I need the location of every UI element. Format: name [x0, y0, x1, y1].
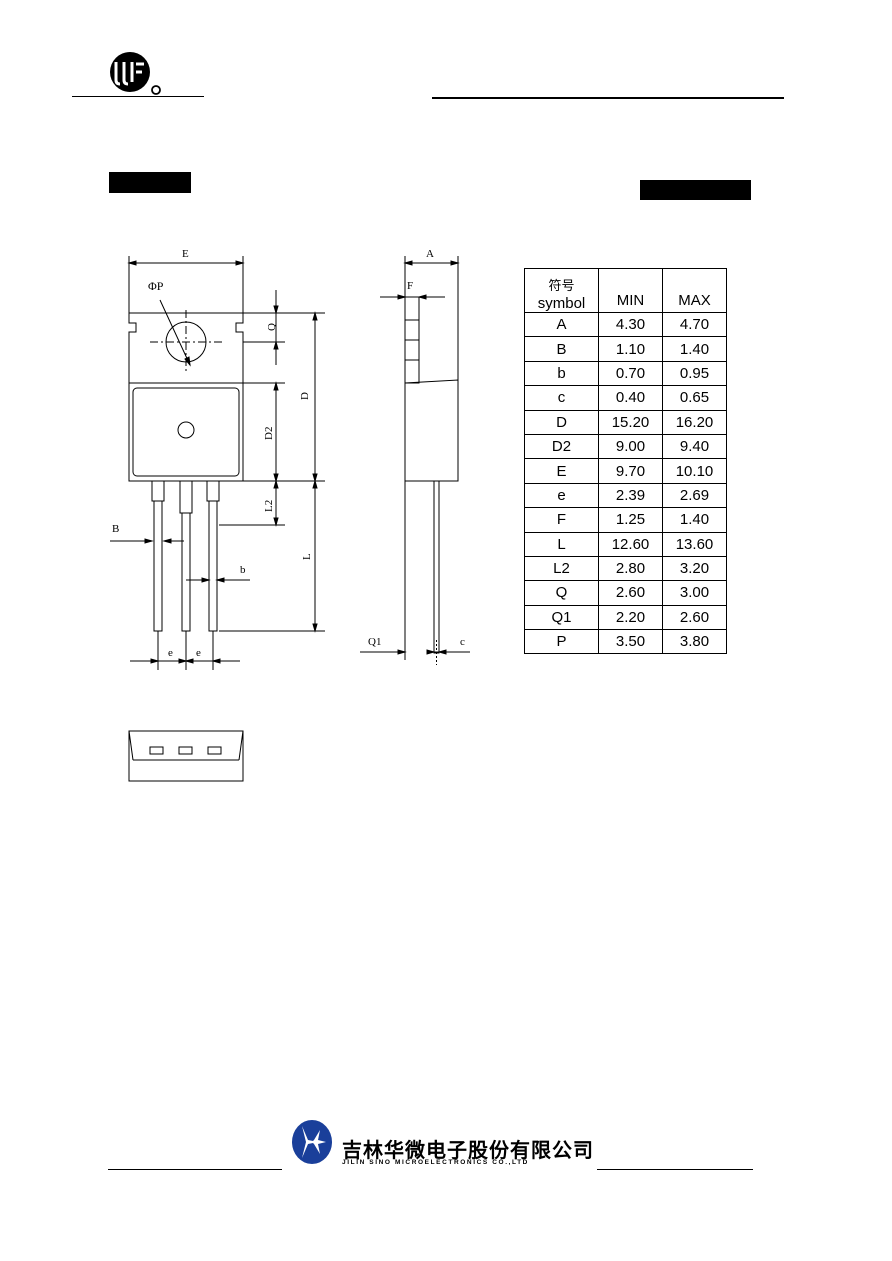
table-header-symbol: 符号 symbol	[524, 268, 599, 313]
table-cell-min: 3.50	[598, 629, 663, 655]
table-cell-min: 12.60	[598, 531, 663, 557]
dim-label-L: L	[301, 553, 313, 560]
table-cell-max: 0.95	[662, 360, 727, 387]
header-rule-right	[432, 97, 784, 99]
table-header-max: MAX	[662, 268, 727, 313]
table-header-row: 符号 symbol MIN MAX	[524, 268, 727, 313]
table-cell-sym: Q1	[524, 604, 599, 631]
table-cell-sym: c	[524, 385, 599, 411]
table-cell-min: 0.70	[598, 360, 663, 387]
table-cell-min: 2.60	[598, 580, 663, 606]
dim-label-Q: Q	[266, 323, 278, 331]
dim-label-phiP: ΦP	[148, 279, 164, 293]
dim-label-A: A	[426, 248, 434, 260]
dim-label-F: F	[407, 280, 413, 292]
table-cell-sym: E	[524, 458, 599, 484]
sino-logo-icon	[292, 1120, 332, 1164]
table-cell-max: 3.20	[662, 555, 727, 582]
header-rule-left	[72, 96, 204, 97]
table-cell-max: 4.70	[662, 311, 727, 338]
table-cell-sym: F	[524, 507, 599, 533]
dim-label-c: c	[460, 636, 465, 648]
footer-rule-right	[597, 1169, 753, 1170]
table-cell-sym: P	[524, 629, 599, 655]
dim-label-e-right: e	[196, 647, 201, 659]
bottom-view	[128, 730, 244, 782]
table-header-min: MIN	[598, 268, 663, 313]
table-cell-max: 9.40	[662, 433, 727, 460]
table-cell-sym: A	[524, 311, 599, 338]
table-cell-min: 9.00	[598, 433, 663, 460]
footer-rule-left	[108, 1169, 282, 1170]
table-cell-max: 2.69	[662, 482, 727, 509]
dim-label-b: b	[240, 564, 246, 576]
section-label-left	[109, 172, 191, 193]
table-cell-max: 1.40	[662, 336, 727, 362]
dim-label-D: D	[299, 392, 311, 400]
table-cell-max: 1.40	[662, 507, 727, 533]
dim-label-L2: L2	[263, 500, 275, 512]
table-cell-min: 2.80	[598, 555, 663, 582]
company-logo-icon	[110, 52, 161, 95]
table-cell-max: 10.10	[662, 458, 727, 484]
lead-left	[151, 480, 165, 632]
table-cell-min: 9.70	[598, 458, 663, 484]
table-cell-min: 1.10	[598, 336, 663, 362]
table-cell-min: 15.20	[598, 409, 663, 435]
table-cell-sym: b	[524, 360, 599, 387]
to220-package-drawing: E ΦP Q D D2 L2	[110, 248, 470, 782]
dim-label-e-left: e	[168, 647, 173, 659]
table-cell-max: 3.00	[662, 580, 727, 606]
table-cell-sym: D2	[524, 433, 599, 460]
company-name-cn: 吉林华微电子股份有限公司	[342, 1138, 594, 1162]
lead-middle	[179, 480, 193, 632]
table-cell-min: 0.40	[598, 385, 663, 411]
table-cell-sym: B	[524, 336, 599, 362]
section-label-right	[640, 180, 751, 200]
company-name-en: JILIN SINO MICROELECTRONICS CO.,LTD	[342, 1159, 529, 1166]
table-cell-min: 4.30	[598, 311, 663, 338]
table-cell-min: 2.39	[598, 482, 663, 509]
dim-label-D2: D2	[263, 427, 275, 440]
table-cell-max: 16.20	[662, 409, 727, 435]
table-cell-sym: Q	[524, 580, 599, 606]
table-cell-max: 0.65	[662, 385, 727, 411]
table-cell-max: 2.60	[662, 604, 727, 631]
table-cell-sym: D	[524, 409, 599, 435]
lead-right	[206, 480, 220, 632]
table-cell-sym: L2	[524, 555, 599, 582]
table-cell-min: 2.20	[598, 604, 663, 631]
table-cell-sym: e	[524, 482, 599, 509]
table-cell-sym: L	[524, 531, 599, 557]
table-cell-max: 3.80	[662, 629, 727, 655]
dim-label-Q1: Q1	[368, 636, 381, 648]
table-cell-min: 1.25	[598, 507, 663, 533]
dim-label-E: E	[182, 248, 189, 260]
dim-label-B: B	[112, 523, 119, 535]
table-cell-max: 13.60	[662, 531, 727, 557]
